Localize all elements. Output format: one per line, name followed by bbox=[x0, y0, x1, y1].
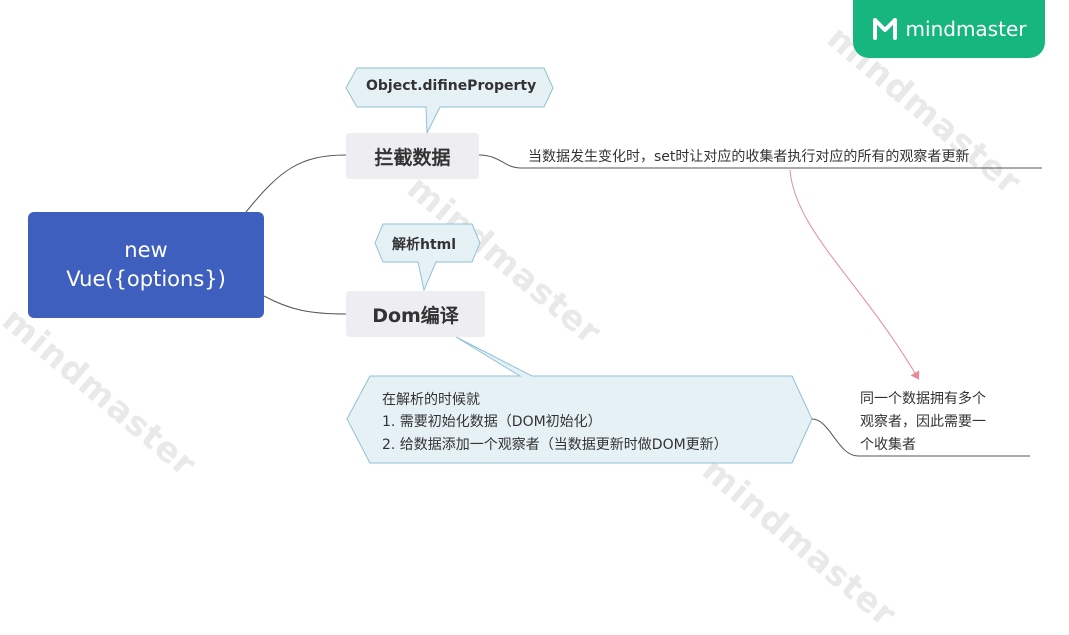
intercept-note[interactable]: 当数据发生变化时，set时让对应的收集者执行对应的所有的观察者更新 bbox=[528, 149, 970, 165]
callout-parse-detail-shape bbox=[346, 336, 813, 464]
relationship-note-line-1: 同一个数据拥有多个 bbox=[860, 391, 986, 407]
topic-dom-compile[interactable]: Dom编译 bbox=[346, 291, 485, 337]
callout-parse-html-text: 解析html bbox=[392, 237, 457, 253]
topic-compile-label: Dom编译 bbox=[372, 304, 459, 327]
callout-detail-line-3: 2. 给数据添加一个观察者（当数据更新时做DOM更新） bbox=[382, 437, 728, 453]
relationship-note-line-3: 个收集者 bbox=[860, 437, 916, 453]
callout-difineproperty-text: Object.difineProperty bbox=[366, 78, 537, 94]
callout-detail-line-1: 在解析的时候就 bbox=[382, 392, 480, 408]
callout-to-note-line bbox=[811, 418, 1030, 457]
root-label-line1: new bbox=[124, 238, 168, 262]
connections-layer bbox=[245, 67, 1042, 464]
intercept-to-note-line bbox=[478, 154, 1042, 169]
relationship-arrow bbox=[789, 169, 920, 380]
relationship-note-line-2: 观察者，因此需要一 bbox=[860, 414, 986, 430]
root-label-line2: Vue({options}) bbox=[66, 267, 226, 291]
root-node[interactable]: new Vue({options}) bbox=[28, 212, 264, 318]
callout-detail-line-2: 1. 需要初始化数据（DOM初始化） bbox=[382, 414, 602, 430]
brand-name: mindmaster bbox=[905, 17, 1027, 41]
callout-parse-html-shape bbox=[374, 223, 481, 292]
mindmaster-logo-icon bbox=[872, 18, 898, 40]
root-to-compile-line bbox=[263, 295, 347, 315]
brand-badge[interactable]: mindmaster bbox=[853, 0, 1045, 58]
root-to-intercept-line bbox=[245, 154, 347, 213]
topic-intercept-label: 拦截数据 bbox=[374, 146, 451, 169]
callout-difineproperty-shape bbox=[345, 67, 554, 134]
topic-intercept-data[interactable]: 拦截数据 bbox=[346, 133, 479, 179]
